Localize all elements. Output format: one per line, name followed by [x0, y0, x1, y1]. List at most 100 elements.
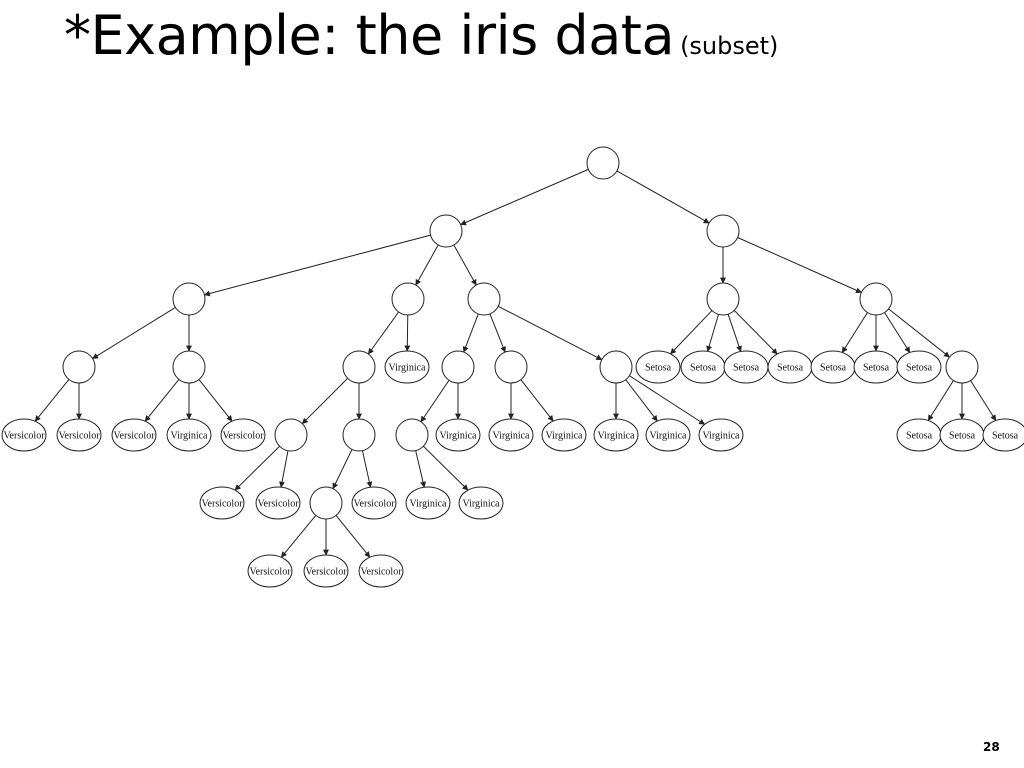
leaf-ellipse: [255, 486, 301, 520]
tree-decision-node: [395, 418, 429, 452]
tree-leaf-node: Versicolor: [303, 554, 349, 588]
leaf-label: Setosa: [992, 431, 1019, 442]
tree-leaf-node: Setosa: [896, 350, 942, 384]
tree-edge: [420, 379, 450, 423]
leaf-ellipse: [111, 418, 157, 452]
leaf-ellipse: [698, 418, 744, 452]
slide-title: *Example: the iris data(subset): [64, 4, 778, 67]
tree-edge: [625, 379, 658, 422]
tree-edge: [884, 312, 911, 353]
node-circle: [391, 282, 425, 316]
tree-leaf-node: Versicolor: [247, 554, 293, 588]
tree-leaf-node: Setosa: [896, 418, 942, 452]
tree-leaf-node: Virginica: [593, 418, 639, 452]
tree-leaf-node: Versicolor: [351, 486, 397, 520]
tree-edge: [629, 375, 706, 425]
leaf-label: Setosa: [906, 363, 933, 374]
tree-edge: [423, 445, 469, 491]
leaf-ellipse: [593, 418, 639, 452]
tree-leaf-node: Setosa: [853, 350, 899, 384]
tree-decision-node: [274, 418, 308, 452]
leaf-ellipse: [166, 418, 212, 452]
leaf-ellipse: [56, 418, 102, 452]
tree-decision-node: [342, 350, 376, 384]
leaf-ellipse: [435, 418, 481, 452]
tree-decision-node: [391, 282, 425, 316]
tree-leaf-node: Setosa: [982, 418, 1024, 452]
tree-edge: [616, 170, 710, 224]
leaf-ellipse: [358, 554, 404, 588]
node-circle: [494, 350, 528, 384]
tree-leaf-node: Versicolor: [255, 486, 301, 520]
tree-leaf-node: Virginica: [384, 350, 430, 384]
tree-leaf-node: Setosa: [635, 350, 681, 384]
tree-leaf-node: Virginica: [166, 418, 212, 452]
leaf-label: Versicolor: [58, 431, 100, 442]
leaf-label: Setosa: [949, 431, 976, 442]
tree-edge: [361, 450, 373, 488]
node-circle: [62, 350, 96, 384]
tree-leaf-node: Setosa: [939, 418, 985, 452]
leaf-label: Virginica: [389, 363, 427, 374]
leaf-label: Versicolor: [113, 431, 155, 442]
tree-leaf-node: Virginica: [458, 486, 504, 520]
leaf-label: Virginica: [493, 431, 531, 442]
tree-leaf-node: Virginica: [405, 486, 451, 520]
node-circle: [342, 418, 376, 452]
node-circle: [429, 214, 463, 248]
leaf-label: Versicolor: [305, 567, 347, 578]
leaf-ellipse: [1, 418, 47, 452]
leaf-ellipse: [247, 554, 293, 588]
tree-leaf-node: Versicolor: [111, 418, 157, 452]
tree-edges: [34, 168, 997, 558]
leaf-label: Setosa: [645, 363, 672, 374]
tree-decision-node: [859, 282, 893, 316]
tree-edge: [144, 379, 180, 422]
tree-decision-node: [599, 350, 633, 384]
leaf-label: Versicolor: [201, 499, 243, 510]
tree-edge: [34, 379, 70, 422]
tree-edge: [737, 237, 862, 294]
node-circle: [441, 350, 475, 384]
tree-leaf-node: Versicolor: [220, 418, 266, 452]
leaf-ellipse: [896, 350, 942, 384]
tree-edge: [234, 445, 280, 491]
node-circle: [467, 282, 501, 316]
node-circle: [945, 350, 979, 384]
tree-edge: [841, 312, 868, 353]
tree-decision-node: [706, 282, 740, 316]
tree-edge: [727, 313, 742, 353]
leaf-label: Versicolor: [3, 431, 45, 442]
node-circle: [706, 214, 740, 248]
tree-edge: [332, 449, 353, 490]
leaf-ellipse: [199, 486, 245, 520]
tree-leaf-node: Virginica: [541, 418, 587, 452]
leaf-label: Virginica: [703, 431, 741, 442]
leaf-label: Versicolor: [222, 431, 264, 442]
tree-leaf-node: Virginica: [645, 418, 691, 452]
leaf-label: Virginica: [171, 431, 209, 442]
tree-decision-node: [494, 350, 528, 384]
leaf-ellipse: [220, 418, 266, 452]
tree-decision-node: [172, 350, 206, 384]
leaf-ellipse: [488, 418, 534, 452]
leaf-label: Virginica: [410, 499, 448, 510]
tree-edge: [280, 515, 317, 558]
leaf-ellipse: [458, 486, 504, 520]
leaf-label: Versicolor: [257, 499, 299, 510]
tree-edge: [460, 168, 589, 226]
leaf-label: Setosa: [733, 363, 760, 374]
node-circle: [172, 282, 206, 316]
slide-title-subtitle: (subset): [680, 32, 779, 60]
tree-leaf-node: Setosa: [680, 350, 726, 384]
tree-edge: [198, 379, 233, 422]
tree-edge: [335, 515, 371, 558]
tree-edge: [462, 313, 479, 353]
tree-edge: [404, 314, 411, 352]
leaf-label: Virginica: [440, 431, 478, 442]
tree-edge: [415, 244, 439, 286]
leaf-ellipse: [351, 486, 397, 520]
node-circle: [586, 146, 620, 180]
leaf-label: Versicolor: [249, 567, 291, 578]
